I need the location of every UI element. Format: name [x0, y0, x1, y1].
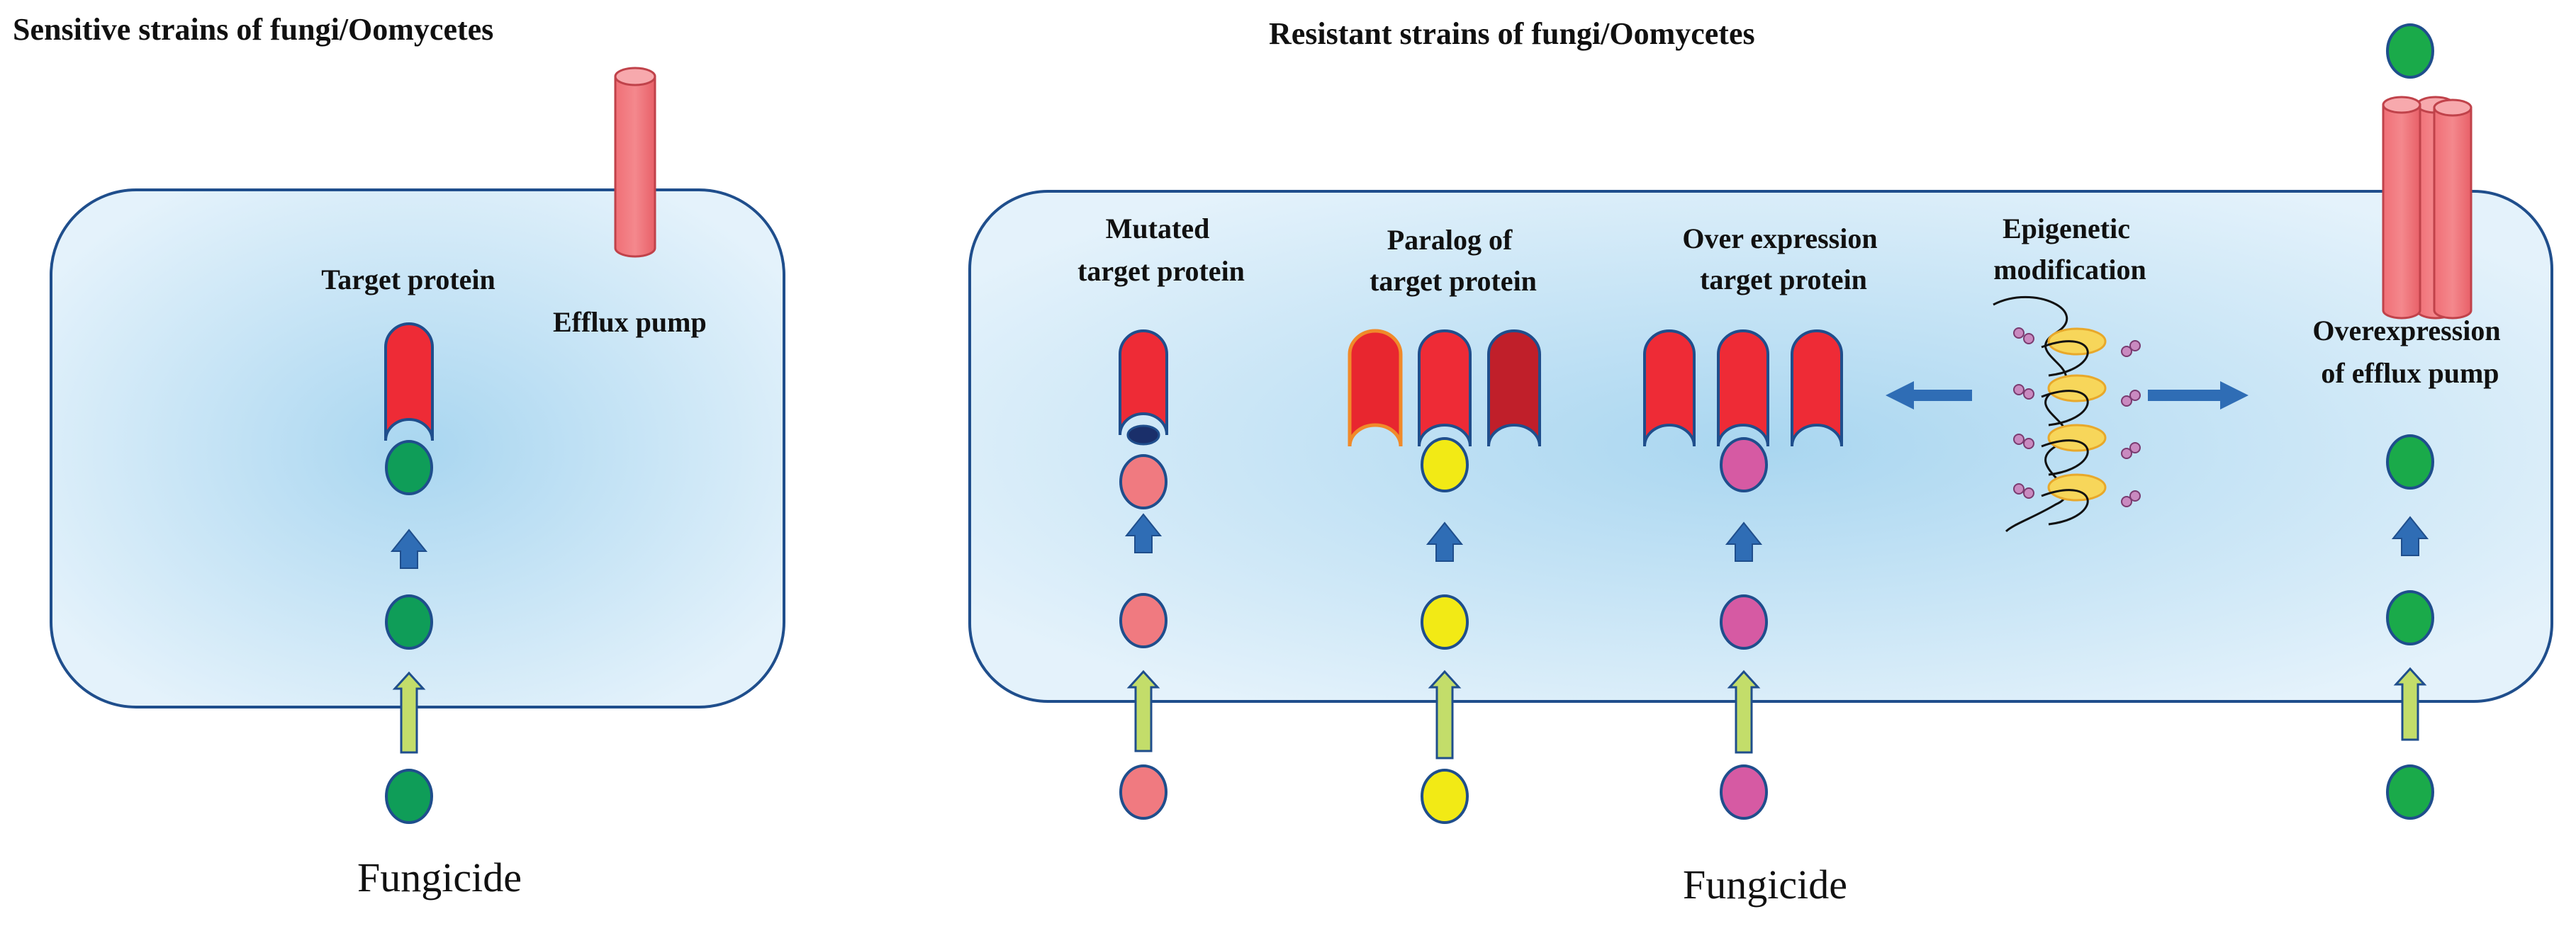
fungicide-effluxed [2386, 23, 2434, 79]
efflux-pump-label: Efflux pump [553, 306, 707, 338]
mutated-label: Mutated target protein [1077, 213, 1245, 287]
paralog-column [1348, 329, 1541, 824]
target-protein [384, 322, 434, 441]
target-protein [1717, 329, 1769, 447]
efflux-column [2386, 434, 2434, 820]
resistant-fungicide-label: Fungicide [1683, 862, 1847, 908]
sensitive-fungicide-label: Fungicide [357, 854, 522, 900]
blue-up-arrow [1426, 521, 1464, 562]
entry-arrow [1428, 670, 1462, 760]
target-protein-label: Target protein [321, 264, 495, 295]
sensitive-cell: Target protein Efflux pump [50, 67, 785, 824]
fungicide-inside [1421, 594, 1469, 650]
fungicide-unbound [1119, 454, 1167, 509]
mutated-column [1119, 329, 1168, 820]
fungicide-inside-upper [2386, 434, 2434, 490]
entry-arrow [1126, 670, 1160, 752]
mutated-site [1126, 424, 1160, 446]
target-protein [1643, 329, 1696, 447]
blue-up-arrow [390, 529, 428, 569]
fungicide-outside [1421, 769, 1469, 824]
epigenetic-arrow-left [1886, 381, 1972, 410]
target-protein [1791, 329, 1843, 447]
blue-up-arrow [1124, 513, 1163, 553]
fungicide-outside [1720, 764, 1768, 820]
fungicide-outside [1119, 764, 1167, 820]
paralog-label: Paralog of target protein [1370, 224, 1537, 297]
paralog-protein-2 [1487, 329, 1541, 447]
efflux-pumps-overexpressed [2382, 96, 2473, 320]
fungicide-inside [2386, 590, 2434, 645]
entry-arrow [1727, 670, 1761, 754]
mutated-target-protein [1119, 329, 1168, 436]
fungicide-outside [2386, 764, 2434, 820]
chromatin-icon [1993, 295, 2141, 533]
entry-arrow [392, 671, 426, 754]
efflux-pump [614, 67, 656, 258]
fungicide-inside [1720, 594, 1768, 650]
fungicide-bound [385, 440, 433, 495]
fungicide-inside [1119, 593, 1167, 648]
paralog-protein-1 [1348, 329, 1403, 447]
entry-arrow [2393, 667, 2427, 741]
blue-up-arrow [1725, 521, 1763, 562]
fungicide-outside [385, 769, 433, 824]
resistant-panel-title: Resistant strains of fungi/Oomycetes [1269, 16, 1755, 51]
sensitive-panel-title: Sensitive strains of fungi/Oomycetes [13, 12, 493, 47]
target-protein [1418, 329, 1472, 447]
fungicide-unbound [1720, 437, 1768, 492]
blue-up-arrow [2391, 516, 2429, 556]
epigenetic-label: Epigenetic modification [1993, 213, 2146, 286]
efflux-overexpression-label: Overexpression of efflux pump [2312, 315, 2507, 389]
overexpression-column [1643, 329, 1843, 820]
resistant-cell: Mutated target protein Paralog of target… [968, 23, 2553, 824]
overexpression-label: Over expression target protein [1682, 222, 1884, 295]
epigenetic-arrow-right [2148, 381, 2249, 410]
fungicide-unbound [1421, 437, 1469, 492]
fungicide-inside [385, 594, 433, 650]
